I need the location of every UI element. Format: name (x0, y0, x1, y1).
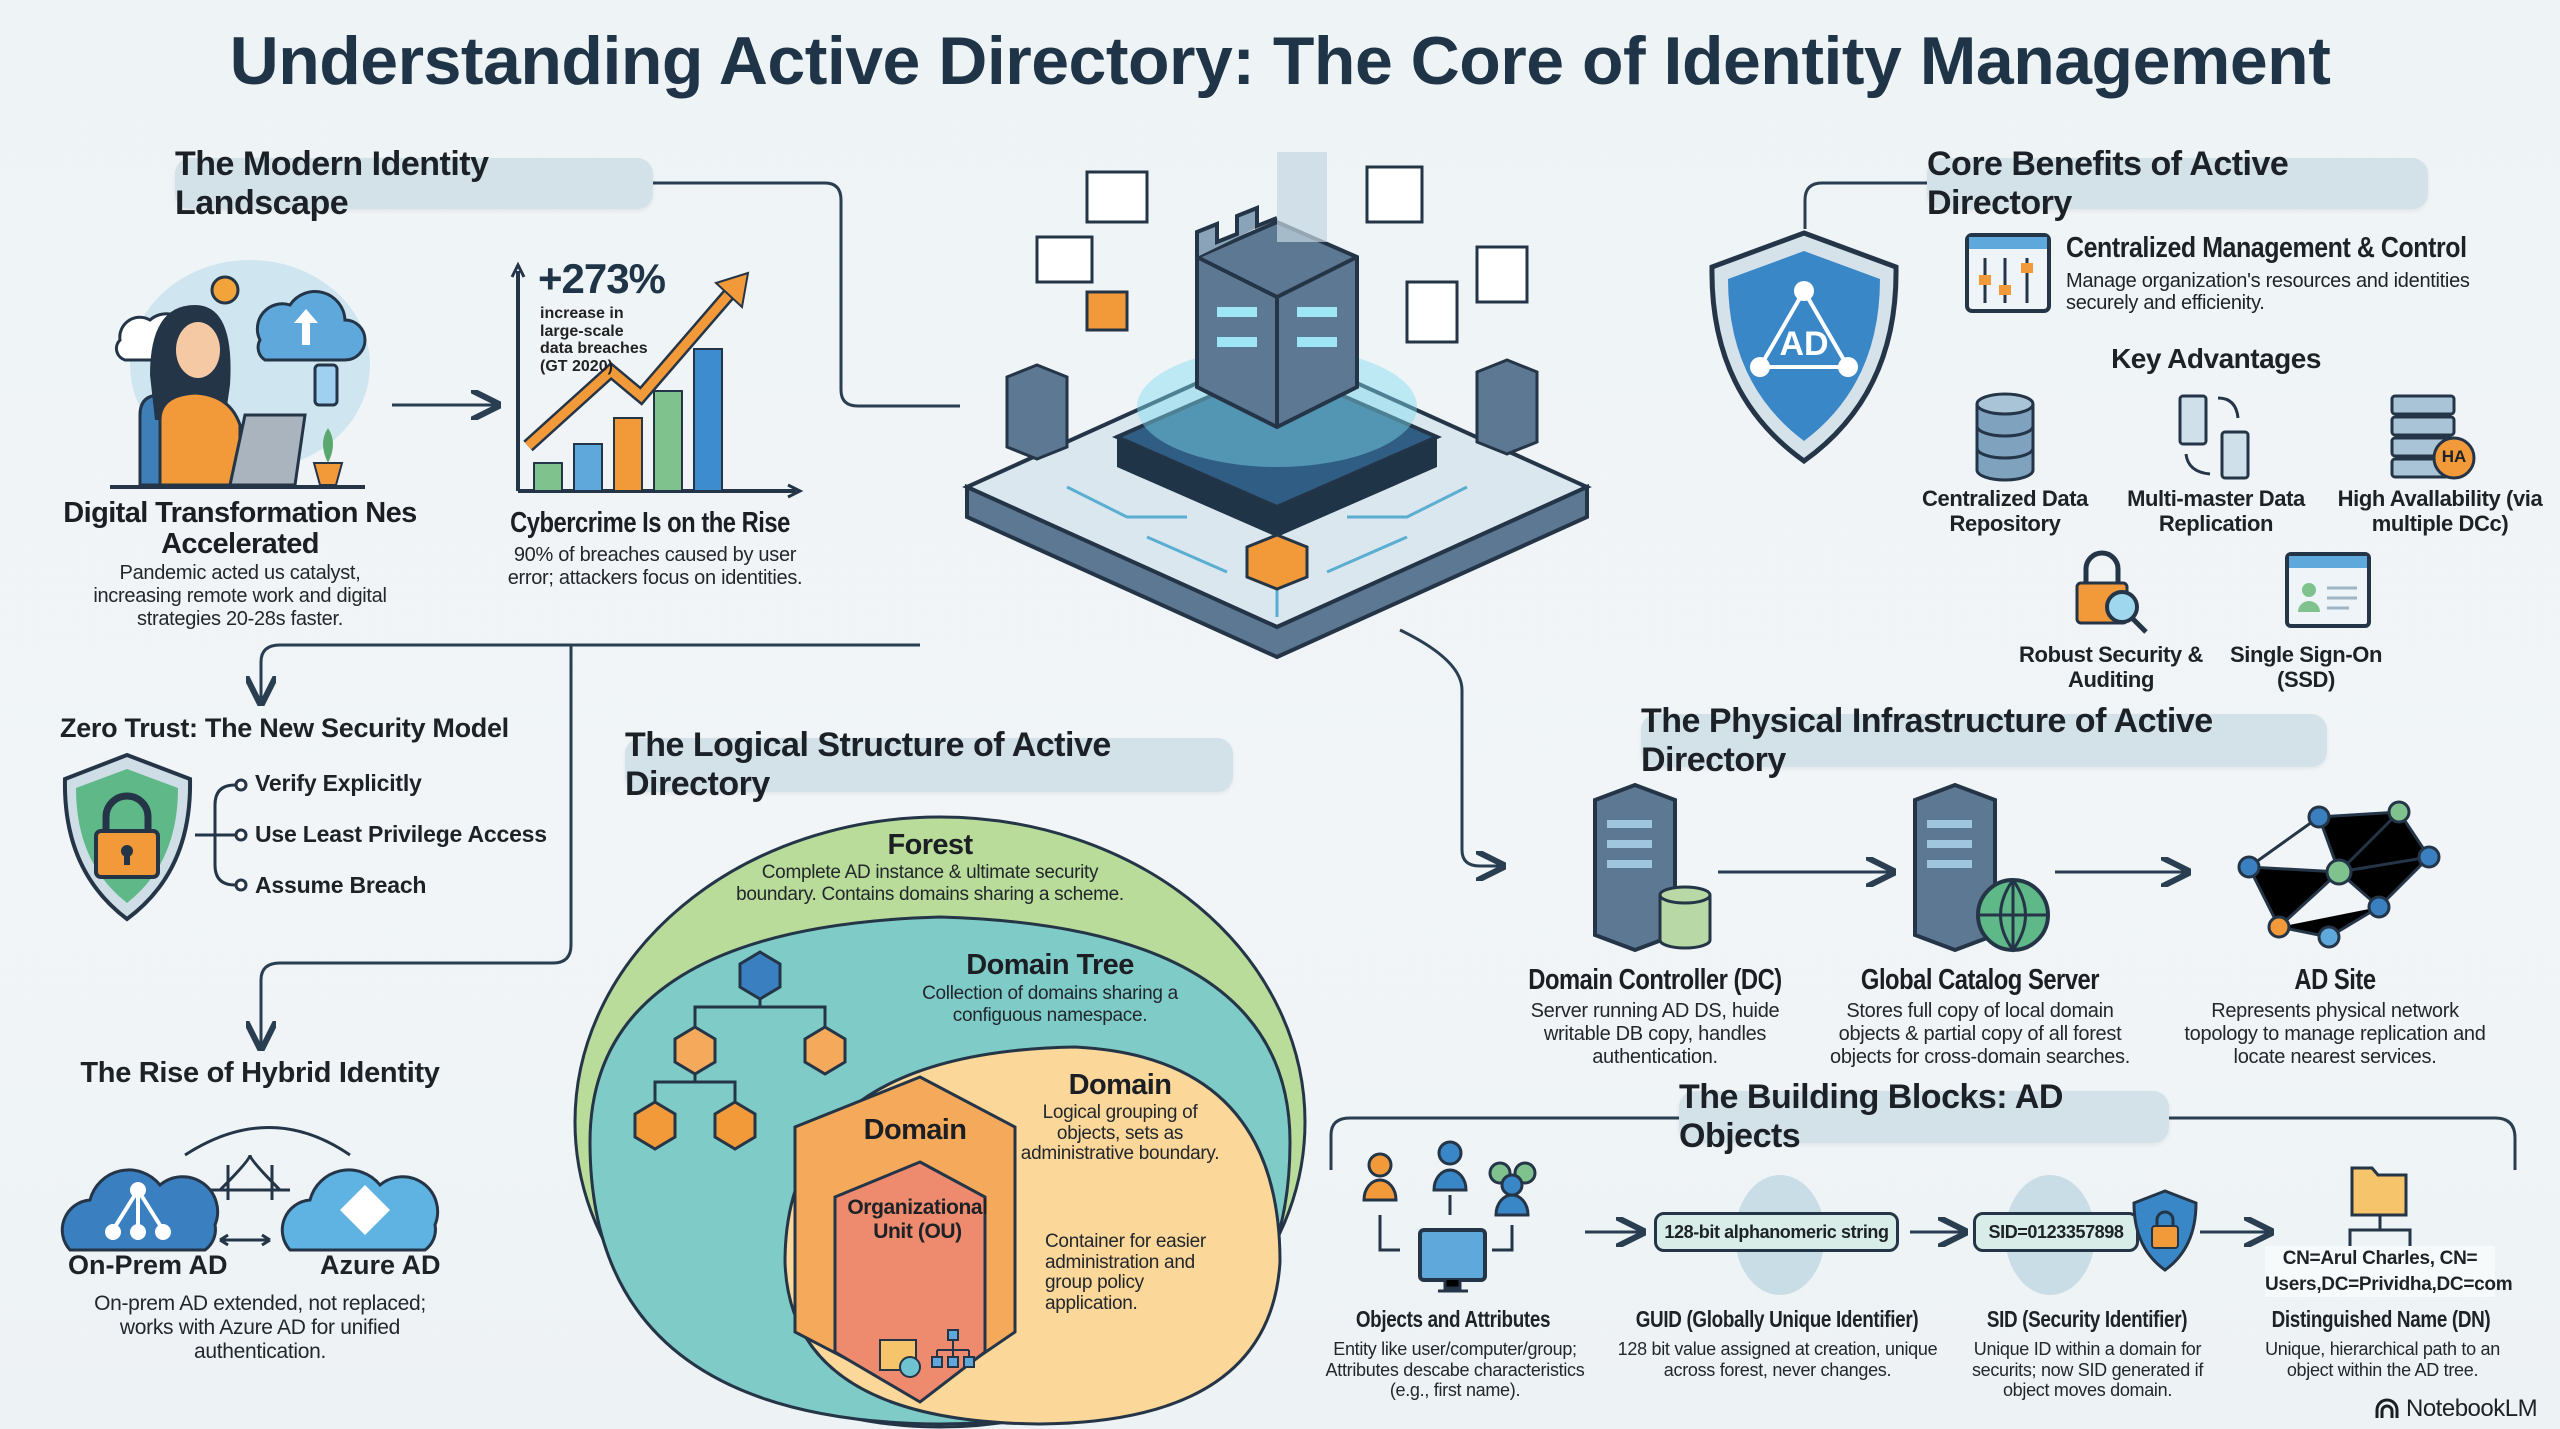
azure-ad-label: Azure AD (320, 1250, 441, 1280)
domain-tree-desc: Collection of domains sharing a configuo… (922, 983, 1178, 1026)
physical-infrastructure-heading: The Physical Infrastructure of Active Di… (1641, 702, 2327, 779)
control-panel-sliders-icon (1965, 233, 2051, 313)
advantage-label: High Avallability (via multiple DCc) (2337, 486, 2543, 537)
notebooklm-logo-icon (2375, 1398, 2399, 1418)
ad-shield-label: AD (1779, 325, 1829, 363)
forest-desc: Complete AD instance & ultimate security… (736, 862, 1124, 905)
bar-1 (533, 462, 563, 492)
guid-value-box: 128-bit alphanomeric string (1654, 1212, 1899, 1252)
bar-5 (693, 348, 723, 492)
digital-transformation-title: Digital Transformation Nes Accelerated (63, 497, 417, 561)
physical-item-desc: Stores full copy of local domain objects… (1830, 1000, 2130, 1068)
central-management-title: Centralized Management & Control (2066, 232, 2467, 264)
domain-desc: Logical grouping of objects, sets as adm… (1020, 1102, 1220, 1165)
section-modern-landscape-heading: The Modern Identity Landscape (175, 145, 653, 222)
zero-trust-heading: Zero Trust: The New Security Model (60, 713, 509, 743)
domain-controller-server-icon (1593, 782, 1712, 953)
breach-stat: +273% (538, 255, 666, 302)
building-block-title: Objects and Attributes (1355, 1306, 1551, 1332)
central-management-desc: Manage organization's resources and iden… (2066, 270, 2470, 314)
cybercrime-bar-chart-illustration (510, 261, 804, 499)
bar-4 (653, 390, 683, 492)
ou-desc: Container for easier administration and … (1045, 1231, 1206, 1314)
domain-tree-title: Domain Tree (966, 949, 1134, 981)
key-advantages-heading: Key Advantages (2111, 343, 2321, 374)
advantage-label: Single Sign-On (SSD) (2229, 642, 2383, 693)
ad-shield-icon (1709, 230, 1899, 465)
physical-item-desc: Represents physical network topology to … (2184, 1000, 2486, 1068)
bar-2 (573, 443, 603, 492)
building-block-title: GUID (Globally Unique Identifier) (1635, 1306, 1919, 1332)
building-block-desc: Unique, hierarchical path to an object w… (2265, 1339, 2500, 1380)
building-block-desc: Unique ID within a domain for securits; … (1971, 1339, 2204, 1401)
advantage-label: Centralized Data Repository (1922, 486, 2088, 537)
building-block-desc: Entity like user/computer/group; Attribu… (1325, 1339, 1585, 1401)
logical-structure-nested-diagram (573, 815, 1307, 1429)
hybrid-heading: The Rise of Hybrid Identity (80, 1057, 440, 1089)
physical-item-desc: Server running AD DS, huide writable DB … (1530, 1000, 1780, 1068)
ha-badge: HA (2441, 447, 2467, 466)
ou-title: Organizational Unit (OU) (847, 1196, 988, 1244)
physical-item-title: Domain Controller (DC) (1528, 964, 1782, 996)
breach-stat-desc: increase in large-scale data breaches (G… (540, 305, 648, 375)
cybercrime-desc: 90% of breaches caused by user error; at… (507, 544, 803, 589)
folder-hierarchy-icon (2348, 1166, 2412, 1248)
bar-3 (613, 417, 643, 492)
hybrid-clouds-bridge-illustration (60, 1126, 440, 1252)
cybercrime-title: Cybercrime Is on the Rise (510, 507, 790, 539)
building-block-title: SID (Security Identifier) (1986, 1306, 2188, 1332)
notebooklm-watermark: NotebookLM (2374, 1395, 2538, 1423)
hybrid-desc: On-prem AD extended, not replaced; works… (94, 1292, 426, 1364)
global-catalog-server-icon (1913, 782, 2050, 953)
forest-title: Forest (887, 829, 973, 861)
dn-value: CN=Arul Charles, CN= Users,DC=Prividha,D… (2265, 1246, 2513, 1298)
ad-castle-datacenter-illustration (962, 152, 1592, 660)
logical-structure-heading: The Logical Structure of Active Director… (625, 726, 1233, 803)
sid-value-box: SID=0123357898 (1973, 1212, 2139, 1252)
hexagon-root (738, 950, 782, 1001)
physical-item-title: Global Catalog Server (1860, 964, 2100, 996)
zero-trust-item: Verify Explicitly (255, 770, 422, 796)
watermark-text: NotebookLM (2406, 1395, 2538, 1422)
zero-trust-item: Assume Breach (255, 872, 427, 898)
building-block-desc: 128 bit value assigned at creation, uniq… (1617, 1339, 1938, 1380)
building-blocks-heading: The Building Blocks: AD Objects (1679, 1078, 2169, 1155)
shield-lock-icon (62, 752, 193, 922)
advantage-label: Multi-master Data Replication (2127, 486, 2305, 537)
advantage-label: Robust Security & Auditing (2019, 642, 2203, 693)
users-computer-icon (1362, 1140, 1537, 1293)
zero-trust-bracket (195, 778, 248, 892)
zero-trust-item: Use Least Privilege Access (255, 821, 547, 847)
ad-site-network-icon (2237, 800, 2441, 949)
physical-item-title: AD Site (2294, 964, 2376, 996)
building-block-title: Distinguished Name (DN) (2271, 1306, 2491, 1332)
shield-lock-small-icon (2132, 1189, 2198, 1272)
remote-worker-illustration (110, 260, 370, 489)
onprem-ad-label: On-Prem AD (68, 1250, 228, 1280)
page-title: Understanding Active Directory: The Core… (229, 23, 2331, 99)
high-availability-servers-icon (2390, 394, 2476, 480)
digital-transformation-desc: Pandemic acted us catalyst, increasing r… (93, 562, 387, 630)
single-sign-on-card-icon (2285, 552, 2371, 628)
database-icon (1975, 392, 2035, 482)
lock-magnifier-icon (2075, 550, 2148, 634)
replication-servers-icon (2178, 394, 2250, 480)
core-benefits-heading: Core Benefits of Active Directory (1927, 145, 2428, 222)
domain-title: Domain (1068, 1069, 1172, 1101)
domain-inner-label: Domain (863, 1114, 967, 1146)
